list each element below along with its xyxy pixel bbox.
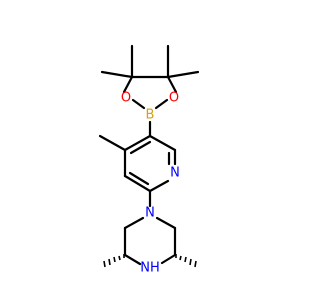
atom-label-piperazine-nitrogen: N: [145, 206, 155, 221]
bond-npip-cb: [155, 216, 177, 230]
bond-npip-ca: [123, 216, 145, 230]
atom-label-oxygen-left: O: [121, 91, 131, 106]
hashed-bond-left-methyl: [103, 254, 125, 268]
bond-c5-c6: [148, 134, 177, 152]
hashed-bond-right-methyl: [175, 254, 197, 268]
atom-label-boron: B: [146, 108, 155, 123]
bond-c2-c3: [123, 174, 152, 193]
bond-c1-me-left: [100, 70, 134, 79]
molecule-svg: O O B N N NH: [98, 44, 200, 276]
bond-o-left-b: [131, 98, 146, 110]
molecule-structure-diagram: O O B N N NH: [98, 44, 200, 276]
atom-label-pyridine-nitrogen: N: [170, 166, 180, 181]
bond-c2-c3-double: [128, 171, 150, 186]
pinacol-ring: [100, 44, 200, 110]
atom-label-oxygen-right: O: [169, 91, 179, 106]
bond-c2-o-right: [166, 75, 178, 94]
bond-cd-nh: [160, 253, 177, 265]
bond-c4-methyl: [98, 134, 127, 152]
atom-label-nh: NH: [140, 261, 160, 276]
bond-c1-o-left: [122, 75, 134, 94]
bond-o-right-b: [154, 98, 169, 110]
bond-c4-c5-double: [129, 140, 152, 155]
pyridine-ring: [98, 134, 177, 193]
bond-c4-c5: [123, 134, 152, 152]
bond-cc-nh: [123, 253, 142, 266]
bond-n1-c2: [148, 179, 170, 193]
piperazine-ring: [103, 216, 197, 268]
bond-c2-me-right: [166, 70, 200, 79]
